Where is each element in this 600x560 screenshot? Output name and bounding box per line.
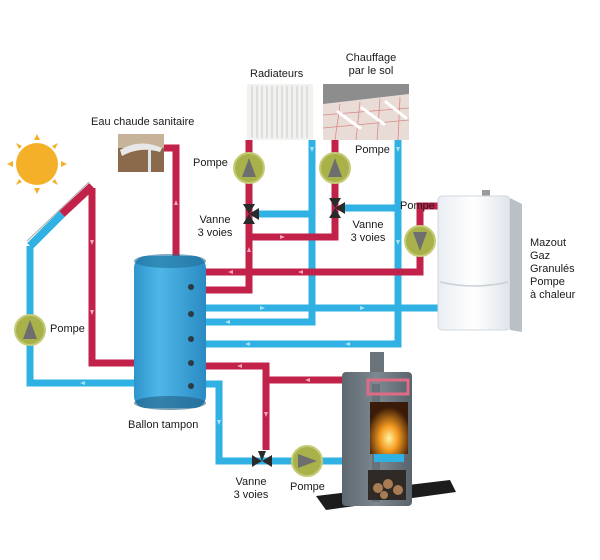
pump-boiler[interactable] (404, 225, 436, 257)
flow-arrow (260, 306, 265, 310)
flow-arrow (298, 270, 303, 274)
radiator-return-pipe (205, 140, 316, 326)
boiler-source-item: Granulés (530, 263, 575, 275)
flow-arrow (305, 378, 310, 382)
pump-solar[interactable] (14, 314, 46, 346)
faucet-icon (118, 134, 164, 172)
pump-stove[interactable] (291, 445, 323, 477)
label-pump-stove: Pompe (290, 481, 325, 493)
label-pump-radiators-text: Pompe (193, 157, 228, 169)
radiator-icon (247, 84, 313, 140)
wood-stove-icon (316, 352, 456, 510)
solar-hot-pipe (88, 188, 138, 367)
label-valve-stove-line1: Vanne (235, 476, 267, 488)
three-way-valve-radiators[interactable] (243, 204, 259, 224)
label-floor-heating: Chauffage par le sol (336, 52, 406, 78)
flow-arrow (217, 420, 221, 425)
boiler-source-item: Mazout (530, 237, 567, 249)
flow-arrow (280, 235, 285, 239)
label-radiators: Radiateurs (250, 68, 304, 80)
flow-arrow (90, 310, 94, 315)
solar-cold-pipe (26, 246, 138, 387)
floor-heating-icon (322, 84, 410, 141)
flow-arrow (345, 342, 350, 346)
flow-arrow (228, 270, 233, 274)
label-pump-boiler: Pompe (400, 200, 435, 212)
label-valve-radiators-line1: Vanne (199, 214, 231, 226)
flow-arrow (396, 147, 400, 152)
label-floor-heating-line2: par le sol (348, 65, 394, 77)
label-buffer-tank: Ballon tampon (128, 419, 199, 431)
stove-cold-pipe (205, 380, 345, 465)
flow-arrow (90, 240, 94, 245)
label-valve-floor: Vanne 3 voies (343, 219, 393, 245)
flow-arrow (264, 412, 268, 417)
flow-arrow (360, 306, 365, 310)
radiator-floor-link-pipe (249, 140, 339, 241)
boiler-icon (437, 190, 522, 332)
pump-floor-heating[interactable] (319, 152, 351, 184)
label-valve-radiators-line2: 3 voies (197, 227, 233, 239)
label-boiler-sources: Mazout Gaz Granulés Pompe à chaleur (530, 237, 575, 302)
flow-arrow (174, 200, 178, 205)
flow-arrow (310, 147, 314, 152)
boiler-source-item: Gaz (530, 250, 551, 262)
flow-arrow (247, 247, 251, 252)
dhw-pipe (160, 144, 180, 260)
label-floor-heating-line1: Chauffage (345, 52, 397, 64)
three-way-valve-floor[interactable] (329, 198, 345, 218)
flow-arrow (225, 320, 230, 324)
label-valve-stove: Vanne 3 voies (226, 476, 276, 502)
sun-icon (7, 134, 67, 194)
flow-arrow (80, 381, 85, 385)
buffer-tank-icon (134, 254, 206, 410)
solar-panel-icon (26, 181, 95, 249)
boiler-source-item: à chaleur (530, 289, 576, 301)
flow-arrows (80, 147, 400, 425)
stove-hot-pipe (205, 362, 270, 450)
flow-arrow (245, 342, 250, 346)
label-pump-floor: Pompe (355, 144, 390, 156)
boiler-source-item: Pompe (530, 276, 565, 288)
three-way-valve-stove[interactable] (252, 451, 272, 467)
tank-hot-out-pipe (205, 140, 253, 294)
label-valve-floor-line2: 3 voies (350, 232, 386, 244)
label-pump-solar: Pompe (50, 323, 85, 335)
label-valve-floor-line1: Vanne (352, 219, 384, 231)
label-valve-radiators: Vanne 3 voies (190, 214, 240, 240)
flow-arrow (396, 240, 400, 245)
flow-arrow (237, 364, 242, 368)
label-valve-stove-line2: 3 voies (233, 489, 269, 501)
pump-radiators[interactable] (233, 152, 265, 184)
label-domestic-hot-water: Eau chaude sanitaire (91, 116, 195, 128)
